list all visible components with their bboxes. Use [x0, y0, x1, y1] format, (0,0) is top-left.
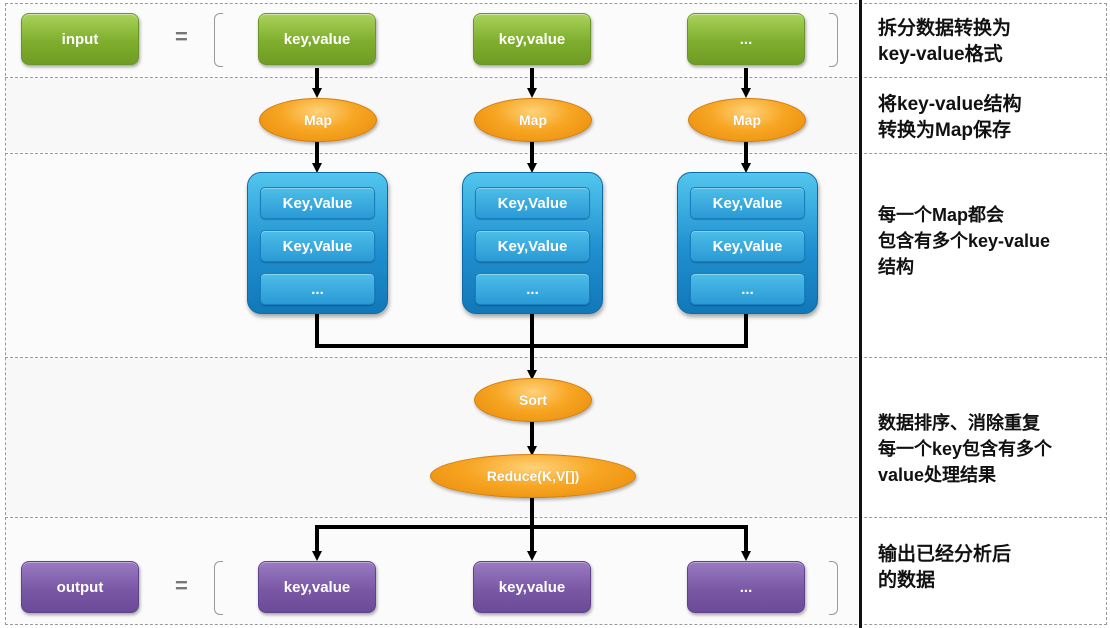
map-block: Key,Value Key,Value ...	[677, 172, 818, 314]
key-value-cell: Key,Value	[260, 230, 375, 262]
output-equals-sign: =	[175, 573, 188, 598]
ellipsis-cell: ...	[690, 273, 805, 305]
note-line: 输出已经分析后	[878, 544, 1012, 565]
note-input: 拆分数据转换为 key-value格式	[878, 16, 1103, 68]
key-value-cell: Key,Value	[475, 187, 590, 219]
key-value-cell: Key,Value	[690, 187, 805, 219]
input-key-value-box: key,value	[258, 13, 376, 65]
sort-node: Sort	[474, 378, 592, 422]
input-right-brace	[829, 13, 838, 67]
note-line: 的数据	[878, 570, 936, 591]
row-separator	[5, 624, 1107, 625]
frame-left-edge	[5, 3, 6, 625]
note-map: 将key-value结构 转换为Map保存	[878, 92, 1103, 144]
notes-divider	[859, 0, 862, 628]
map-block: Key,Value Key,Value ...	[247, 172, 388, 314]
note-line: 数据排序、消除重复	[878, 413, 1040, 433]
output-key-value-box: key,value	[473, 561, 591, 613]
output-left-brace	[214, 561, 223, 615]
note-line: key-value格式	[878, 44, 1003, 65]
note-line: 将key-value结构	[878, 94, 1022, 115]
map-node: Map	[474, 98, 592, 142]
output-right-brace	[829, 561, 838, 615]
input-equals-sign: =	[175, 24, 188, 49]
note-line: 转换为Map保存	[878, 120, 1012, 141]
row-separator	[5, 517, 1107, 518]
reduce-node: Reduce(K,V[])	[430, 454, 636, 498]
note-line: 每一个Map都会	[878, 205, 1004, 225]
note-line: 包含有多个key-value	[878, 231, 1051, 251]
note-line: value处理结果	[878, 465, 997, 485]
key-value-cell: Key,Value	[475, 230, 590, 262]
ellipsis-cell: ...	[475, 273, 590, 305]
key-value-cell: Key,Value	[690, 230, 805, 262]
row-separator	[5, 77, 1107, 78]
row-separator	[5, 357, 1107, 358]
row-separator	[5, 3, 1107, 4]
output-ellipsis-box: ...	[687, 561, 805, 613]
note-reduce: 数据排序、消除重复 每一个key包含有多个 value处理结果	[878, 410, 1103, 488]
note-blocks: 每一个Map都会 包含有多个key-value 结构	[878, 202, 1103, 280]
note-line: 每一个key包含有多个	[878, 439, 1053, 459]
frame-right-edge	[1106, 3, 1107, 625]
band-reduce	[6, 358, 858, 516]
input-key-value-box: key,value	[473, 13, 591, 65]
note-line: 拆分数据转换为	[878, 18, 1012, 39]
output-key-value-box: key,value	[258, 561, 376, 613]
map-node: Map	[259, 98, 377, 142]
map-node: Map	[688, 98, 806, 142]
input-box: input	[21, 13, 139, 65]
row-separator	[5, 153, 1107, 154]
note-line: 结构	[878, 257, 914, 277]
key-value-cell: Key,Value	[260, 187, 375, 219]
output-box: output	[21, 561, 139, 613]
input-ellipsis-box: ...	[687, 13, 805, 65]
note-output: 输出已经分析后 的数据	[878, 542, 1103, 594]
input-left-brace	[214, 13, 223, 67]
ellipsis-cell: ...	[260, 273, 375, 305]
map-block: Key,Value Key,Value ...	[462, 172, 603, 314]
